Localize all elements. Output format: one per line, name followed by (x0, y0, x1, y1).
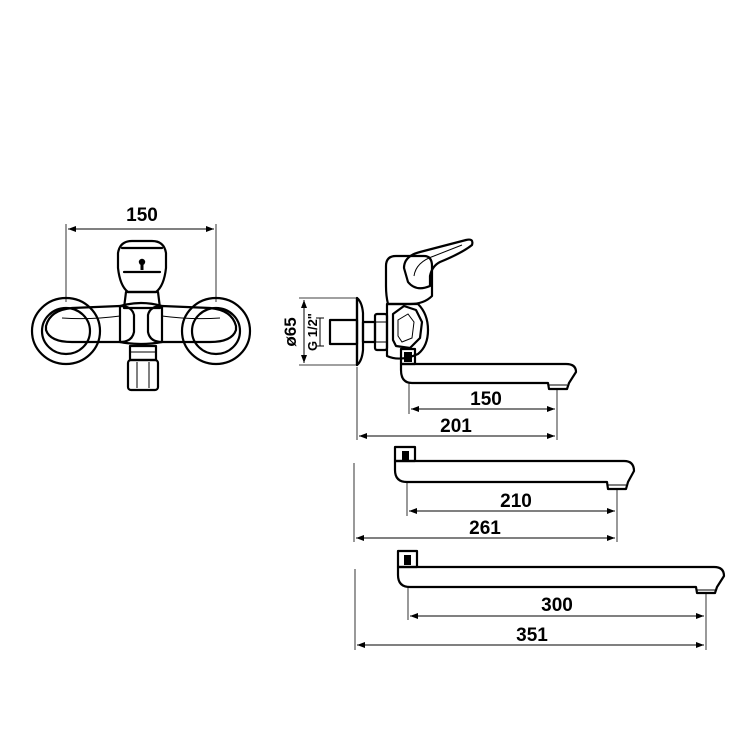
spout-300-outer-label: 351 (516, 625, 548, 646)
side-view: ø65 G 1/2" (281, 238, 726, 650)
spout-210: 210 261 (353, 445, 636, 542)
spout-210-inner-label: 210 (500, 491, 532, 512)
spout-150: 150 201 (356, 362, 578, 440)
thread-dimension: G 1/2" (305, 313, 324, 351)
mixer-body-side (385, 302, 430, 360)
spout-150-inner-label: 150 (470, 389, 502, 410)
diameter-dimension: ø65 (281, 297, 357, 366)
diameter-label: ø65 (281, 317, 300, 346)
lever-handle-front (116, 239, 168, 310)
lever-side (402, 238, 474, 290)
outlet-nut-front (126, 344, 160, 392)
spout-300: 300 351 (354, 549, 726, 650)
connector-pipe (328, 318, 359, 346)
side-nuts (361, 312, 389, 352)
spout-210-outer-label: 261 (469, 518, 501, 539)
thread-label: G 1/2" (305, 313, 320, 351)
mixer-body-front (44, 301, 238, 346)
front-width-label: 150 (126, 205, 158, 226)
front-width-dimension: 150 (65, 205, 217, 302)
spout-300-inner-label: 300 (541, 595, 573, 616)
cartridge-side (384, 254, 434, 306)
spout-150-outer-label: 201 (440, 416, 472, 437)
front-view: 150 (30, 205, 252, 392)
